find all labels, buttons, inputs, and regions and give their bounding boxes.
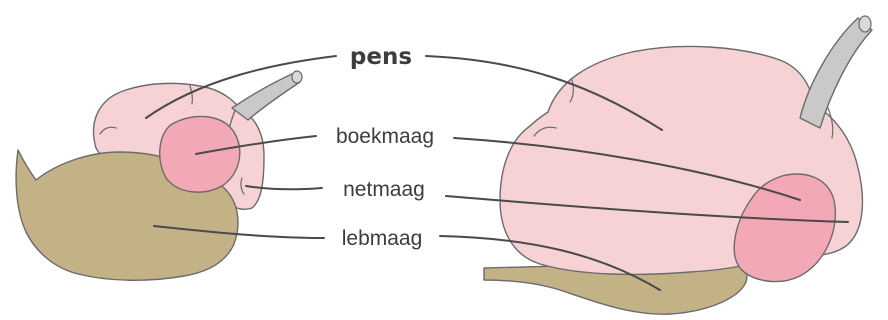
large-stomach xyxy=(484,16,872,314)
small-esophagus xyxy=(232,74,300,120)
label-lebmaag: lebmaag xyxy=(342,227,423,250)
large-esophagus-opening xyxy=(859,16,871,32)
label-netmaag: netmaag xyxy=(343,178,425,201)
label-pens: pens xyxy=(350,44,412,70)
labels: pens boekmaag netmaag lebmaag xyxy=(336,44,434,250)
small-esophagus-opening xyxy=(292,71,302,83)
small-stomach xyxy=(16,71,302,280)
large-esophagus xyxy=(800,18,872,128)
label-boekmaag: boekmaag xyxy=(336,125,434,148)
